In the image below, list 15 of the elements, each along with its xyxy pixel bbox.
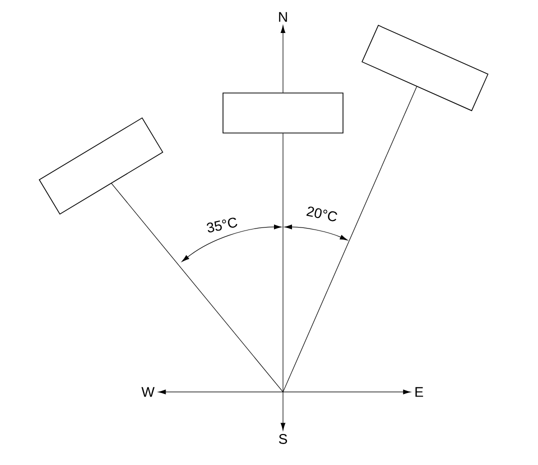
angle-label: 35°C — [206, 218, 238, 232]
direction-label: S — [278, 434, 288, 444]
direction-label: E — [415, 387, 424, 397]
arrow — [158, 390, 284, 394]
panel-line — [111, 183, 284, 392]
direction-label: N — [279, 12, 287, 22]
arrow — [282, 390, 411, 394]
panel-box — [362, 24, 488, 112]
panel-line — [282, 86, 417, 392]
panel-line — [282, 133, 284, 392]
arrow — [280, 25, 286, 93]
direction-label: W — [141, 387, 155, 397]
angle-label: 20°C — [306, 206, 338, 222]
arrow — [280, 392, 286, 430]
panel-box — [222, 92, 344, 134]
